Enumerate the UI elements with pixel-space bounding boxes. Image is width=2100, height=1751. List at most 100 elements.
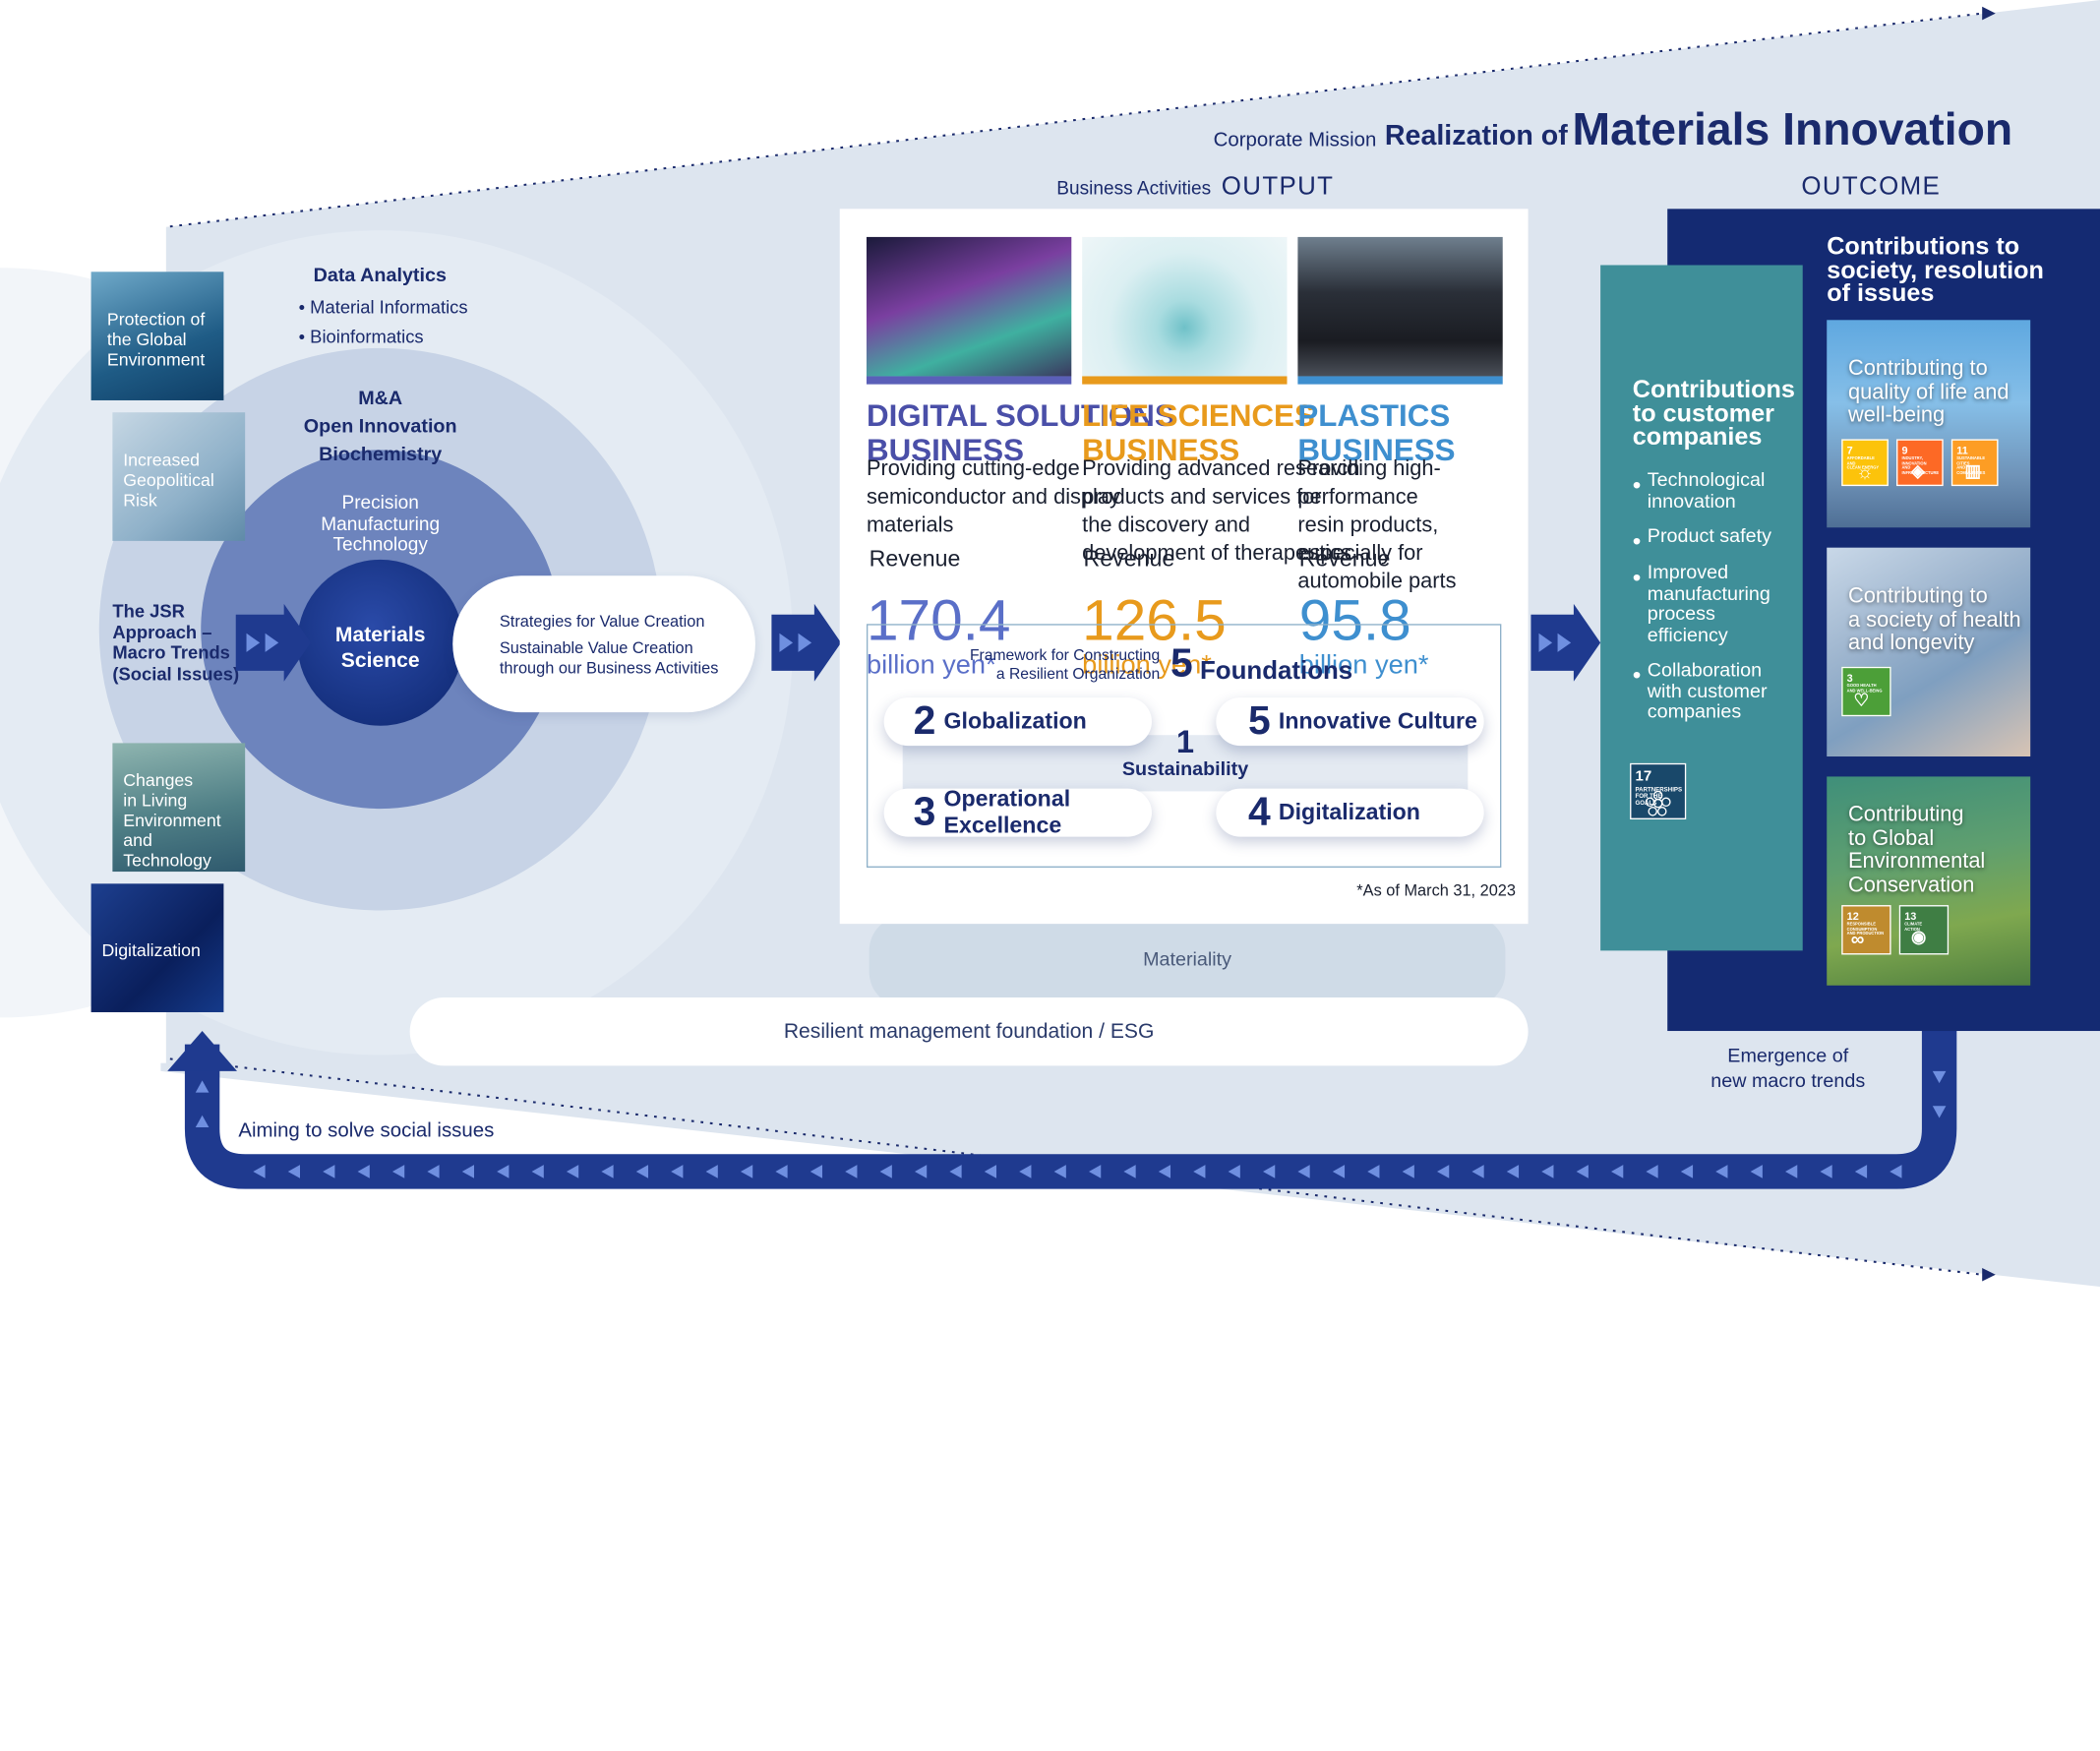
city-icon: ▥ [1964, 460, 1982, 481]
foundations-title: Foundations [1200, 657, 1353, 686]
foundation-innovative-culture-label: Innovative Culture [1278, 708, 1477, 734]
loop-arrow-left [323, 1165, 335, 1178]
mission-title: Materials Innovation [1572, 104, 2013, 155]
digital-solutions-revenue-label: Revenue [869, 546, 961, 573]
loop-arrow-left [1367, 1165, 1380, 1178]
card-quality-of-life: Contributing to quality of life and well… [1827, 320, 2031, 528]
card-environmental-conservation: Contributing to Global Environmental Con… [1827, 776, 2031, 986]
life-sciences-desc: Providing advanced research products and… [1082, 457, 1360, 566]
loop-arrow-up [195, 1115, 210, 1128]
data-analytics-item-1: • Material Informatics [298, 297, 468, 318]
plastics-revenue-value: 95.8 [1298, 588, 1411, 654]
foundation-innovative-culture-num: 5 [1248, 698, 1271, 744]
society-title: Contributions to society, resolution of … [1827, 231, 2044, 307]
loop-arrow-left [1785, 1165, 1798, 1178]
customer-item-1: Technological innovation [1647, 469, 1766, 513]
eye-icon: ◉ [1911, 926, 1927, 947]
foundation-sustainability-label: Sustainability [1121, 758, 1249, 781]
loop-arrow-left [879, 1165, 892, 1178]
loop-arrow-left [566, 1165, 579, 1178]
plastics-title: PLASTICS BUSINESS [1297, 397, 1456, 468]
card-health-longevity: Contributing to a society of health and … [1827, 547, 2031, 757]
foundation-innovative-culture: 5 Innovative Culture [1216, 697, 1484, 747]
loop-arrow-left [1680, 1165, 1694, 1178]
loop-arrow-down [1932, 1070, 1947, 1084]
foundation-sustainability-num: 1 [1175, 724, 1195, 761]
foundation-operational-excellence-label: Operational Excellence [943, 785, 1071, 839]
digital-solutions-title: DIGITAL SOLUTIONS BUSINESS [866, 397, 1175, 468]
loop-arrow-left [949, 1165, 962, 1178]
loop-arrow-left [601, 1165, 614, 1178]
customer-bullet-4: • [1632, 661, 1642, 689]
foundation-operational-excellence-num: 3 [913, 790, 936, 834]
loop-arrow-left [1820, 1165, 1832, 1178]
loop-arrow-left [1123, 1165, 1136, 1178]
as-of-note: *As of March 31, 2023 [1356, 880, 1516, 900]
plastics-desc: Providing high-performance resin product… [1297, 457, 1457, 593]
customer-bullet-3: • [1632, 564, 1642, 591]
mna-text: M&A Open Innovation Biochemistry [303, 388, 457, 466]
infinity-icon: ∞ [1850, 928, 1865, 950]
digital-solutions-revenue: 170.4 billion yen* [867, 568, 1011, 682]
photo-plastics [1297, 236, 1503, 385]
loop-arrow-left [1646, 1165, 1658, 1178]
cube-icon: ◈ [1911, 460, 1925, 481]
customer-item-3: Improved manufacturing process efficienc… [1647, 562, 1770, 646]
photo-life-sciences [1082, 236, 1288, 385]
loop-arrow-left [1053, 1165, 1066, 1178]
loop-arrow-left [1297, 1165, 1310, 1178]
sdg-9-icon: 9 INDUSTRY, INNOVATION AND INFRASTRUCTUR… [1896, 439, 1944, 487]
resilient-label: Resilient management foundation / ESG [783, 1020, 1155, 1044]
loop-arrow-left [845, 1165, 858, 1178]
loop-arrow-left [1890, 1165, 1902, 1178]
loop-arrow-left [1332, 1165, 1346, 1178]
flower-icon [1645, 790, 1671, 816]
loop-arrow-left [497, 1165, 510, 1178]
loop-arrow-left [1019, 1165, 1032, 1178]
customer-item-4: Collaboration with customer companies [1647, 660, 1768, 723]
foundation-digitalization-label: Digitalization [1278, 799, 1420, 825]
plastics-revenue: 95.8 billion yen* [1299, 568, 1429, 682]
loop-arrow-left [1611, 1165, 1624, 1178]
customer-bullet-1: • [1632, 471, 1642, 499]
sdg-3-icon: 3 GOOD HEALTH AND WELL-BEING ♡ [1841, 666, 1891, 717]
loop-arrow-left [1228, 1165, 1240, 1178]
photo-living-environment: Changes in Living Environment and Techno… [112, 743, 246, 873]
chevron-arrow-output [771, 603, 842, 682]
materiality-band: Materiality [869, 915, 1506, 1007]
loop-arrow-left [671, 1165, 684, 1178]
cone-bottom-edge [160, 1057, 1983, 1276]
loop-arrow-left [984, 1165, 997, 1178]
sdg-17-icon: 17 PARTNERSHIPS FOR THE GOALS [1630, 762, 1687, 819]
core-circle [297, 559, 464, 726]
life-sciences-title: LIFE SCIENCES BUSINESS [1082, 397, 1315, 468]
customer-bullet-2: • [1632, 527, 1642, 555]
life-sciences-revenue-value: 126.5 [1082, 588, 1227, 654]
outcome-label: OUTCOME [1801, 172, 1942, 202]
loop-arrow-left [531, 1165, 544, 1178]
customer-contributions-panel: Contributions to customer companies • Te… [1600, 265, 1803, 951]
photo-digitalization: Digitalization [90, 883, 224, 1012]
feedback-loop [184, 1031, 1957, 1189]
photo-digital-solutions [866, 236, 1072, 385]
chevron-arrow-outcome [1530, 603, 1601, 682]
foundation-operational-excellence: 3 Operational Excellence [883, 785, 1152, 839]
foundation-globalization-label: Globalization [943, 708, 1087, 734]
sdg-7-icon: 7 AFFORDABLE AND CLEAN ENERGY ☼ [1841, 439, 1889, 487]
strategies-pill: Strategies for Value Creation Sustainabl… [452, 575, 755, 713]
macro-trends-title: The JSR Approach – Macro Trends (Social … [112, 601, 240, 684]
sdg-12-icon: 12 RESPONSIBLE CONSUMPTION AND PRODUCTIO… [1841, 905, 1891, 955]
loop-arrow-left [427, 1165, 440, 1178]
plastics-revenue-label: Revenue [1298, 546, 1391, 573]
digital-solutions-revenue-unit: billion yen* [866, 650, 996, 681]
digital-solutions-desc: Providing cutting-edge semiconductor and… [866, 457, 1120, 537]
customer-item-2: Product safety [1647, 525, 1771, 548]
resilient-foundation-band: Resilient management foundation / ESG [409, 997, 1529, 1066]
life-sciences-revenue-unit: billion yen* [1082, 650, 1212, 681]
foundation-digitalization-num: 4 [1248, 790, 1271, 834]
loop-arrow-left [810, 1165, 823, 1178]
loop-arrow-left [1750, 1165, 1763, 1178]
output-panel: DIGITAL SOLUTIONS BUSINESS LIFE SCIENCES… [839, 209, 1529, 925]
life-sciences-revenue: 126.5 billion yen* [1082, 568, 1227, 682]
